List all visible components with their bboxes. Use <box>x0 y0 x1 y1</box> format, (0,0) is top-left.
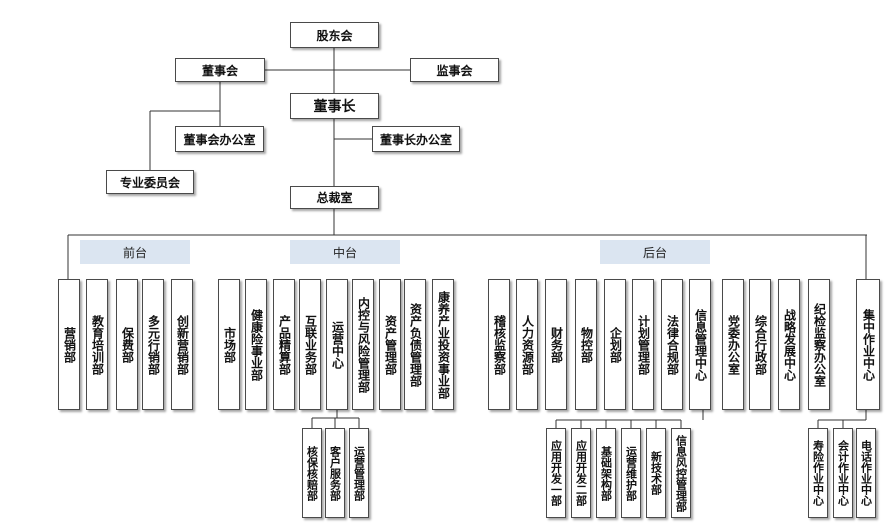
dept-innovative-marketing: 创新营销部 <box>171 279 193 410</box>
dept-product-actuarial: 产品精算部 <box>273 279 295 410</box>
dept-multi-channel-sales: 多元行销部 <box>142 279 164 410</box>
dept-internet-business: 互联业务部 <box>299 279 321 410</box>
dept-general-administration: 综合行政部 <box>749 279 771 410</box>
dept-alm: 资产负债管理部 <box>404 279 426 410</box>
central-unit-1: 寿险作业中心 <box>808 428 828 518</box>
chairman-box: 董事长 <box>290 93 379 119</box>
board-box: 董事会 <box>175 58 265 82</box>
dept-material-control: 物控部 <box>575 279 597 410</box>
it-unit-3: 基础架构部 <box>596 428 616 518</box>
central-unit-2: 会计作业中心 <box>833 428 853 518</box>
zone-middle: 中台 <box>290 240 400 264</box>
dept-marketing: 营销部 <box>58 279 80 410</box>
zone-back: 后台 <box>600 240 710 264</box>
dept-human-resources: 人力资源部 <box>516 279 538 410</box>
dept-legal-compliance: 法律合规部 <box>661 279 683 410</box>
it-unit-2: 应用开发二部 <box>571 428 591 518</box>
dept-audit-supervision: 稽核监察部 <box>488 279 510 410</box>
supervisors-box: 监事会 <box>410 58 499 82</box>
zone-front: 前台 <box>80 240 190 264</box>
it-unit-1: 应用开发一部 <box>546 428 566 518</box>
dept-party-committee-office: 党委办公室 <box>722 279 744 410</box>
dept-finance: 财务部 <box>545 279 567 410</box>
chairman-office-box: 董事长办公室 <box>372 126 460 152</box>
board-office-box: 董事会办公室 <box>175 126 264 152</box>
ops-unit-3: 运营管理部 <box>349 428 369 518</box>
dept-market: 市场部 <box>218 279 240 410</box>
dept-health-insurance: 健康险事业部 <box>245 279 267 410</box>
committees-box: 专业委员会 <box>106 170 194 194</box>
dept-internal-control-risk: 内控与风险管理部 <box>352 279 374 410</box>
dept-information-management-center: 信息管理中心 <box>689 279 711 410</box>
dept-central-processing-center: 集中作业中心 <box>856 279 880 410</box>
it-unit-5: 新技术部 <box>646 428 666 518</box>
president-office-box: 总裁室 <box>290 186 379 209</box>
shareholders-box: 股东会 <box>290 22 379 48</box>
dept-discipline-inspection-office: 纪检监察办公室 <box>808 279 830 410</box>
dept-plan-management: 计划管理部 <box>632 279 654 410</box>
it-unit-4: 运营维护部 <box>621 428 641 518</box>
dept-strategy-development-center: 战略发展中心 <box>778 279 800 410</box>
dept-premium: 保费部 <box>116 279 138 410</box>
ops-unit-1: 核保核赔部 <box>302 428 322 518</box>
dept-education-training: 教育培训部 <box>86 279 108 410</box>
dept-elderly-care-investment: 康养产业投资事业部 <box>432 279 454 410</box>
dept-asset-management: 资产管理部 <box>379 279 401 410</box>
dept-operations-center: 运营中心 <box>326 279 348 410</box>
it-unit-6: 信息风控管理部 <box>671 428 691 518</box>
dept-planning: 企划部 <box>604 279 626 410</box>
central-unit-3: 电话作业中心 <box>856 428 876 518</box>
ops-unit-2: 客户服务部 <box>325 428 345 518</box>
